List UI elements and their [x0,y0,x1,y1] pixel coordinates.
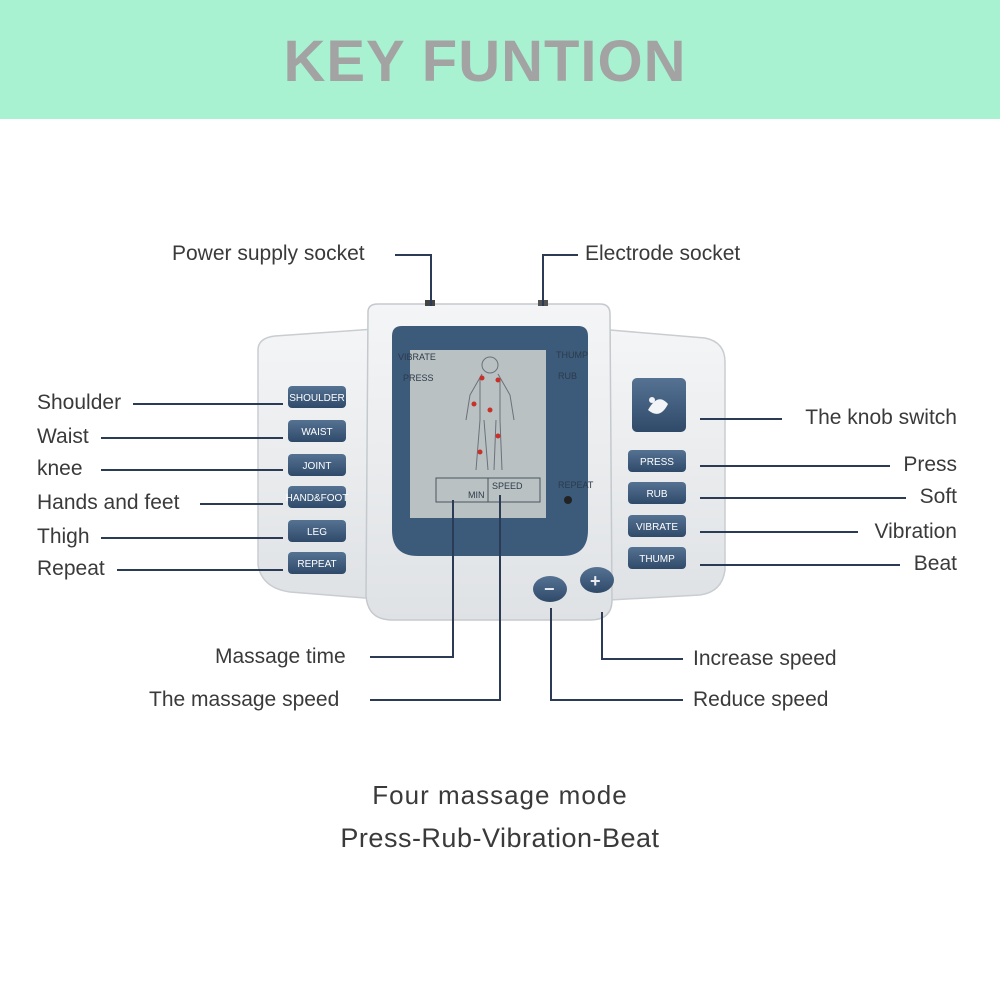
left-device-button-label: HAND&FOOT [286,493,349,504]
leader-press [700,465,890,467]
lcd-speed: SPEED [492,481,523,491]
lcd-indicator-dot [564,496,572,504]
lcd-rub: RUB [558,371,577,381]
right-device-button: THUMP [628,547,686,569]
leader-increase-v [601,612,603,660]
lcd-thump: THUMP [556,350,588,360]
leader-time-v [452,500,454,658]
minus-button [533,576,567,602]
leader-electrode-h [542,254,578,256]
plus-button [580,567,614,593]
left-device-button-label: REPEAT [297,559,336,570]
lcd-repeat: REPEAT [558,480,594,490]
leader-knee [101,469,283,471]
left-device-button-label: SHOULDER [289,393,345,404]
leader-hands [200,503,283,505]
label-knee: knee [37,457,83,480]
left-device-button-label: WAIST [301,427,332,438]
right-device-button-label: VIBRATE [636,522,678,533]
leader-power-v [430,254,432,306]
leader-speed-h [370,699,501,701]
right-device-button: RUB [628,482,686,504]
leader-electrode-v [542,254,544,306]
leader-soft [700,497,906,499]
left-device-button: REPEAT [288,552,346,574]
header-banner: KEY FUNTION [0,0,1000,119]
svg-text:+: + [590,571,601,591]
left-device-button: LEG [288,520,346,542]
right-device-button: PRESS [628,450,686,472]
right-device-button: VIBRATE [628,515,686,537]
label-press: Press [903,453,957,476]
label-thigh: Thigh [37,525,90,548]
label-shoulder: Shoulder [37,391,122,414]
leader-time-h [370,656,454,658]
label-knob-switch: The knob switch [805,406,957,429]
caption-line1: Four massage mode [372,780,628,810]
label-power-socket: Power supply socket [172,242,365,265]
left-device-button: JOINT [288,454,346,476]
label-massage-speed: The massage speed [149,688,340,711]
left-device-button: WAIST [288,420,346,442]
lcd-min: MIN [468,490,485,500]
left-device-button-label: LEG [307,527,327,538]
leader-reduce-h [550,699,683,701]
label-electrode-socket: Electrode socket [585,242,741,265]
label-increase-speed: Increase speed [693,647,837,670]
right-device-button-label: RUB [646,489,667,500]
lcd-vibrate: VIBRATE [398,352,436,362]
leader-repeat [117,569,283,571]
left-device-button: SHOULDER [288,386,346,408]
leader-reduce-v [550,608,552,701]
right-device-button-label: PRESS [640,457,674,468]
left-device-button: HAND&FOOT [286,486,349,508]
label-hands-feet: Hands and feet [37,491,180,514]
label-repeat: Repeat [37,557,105,580]
label-waist: Waist [37,425,89,448]
right-device-button-label: THUMP [639,554,675,565]
leader-shoulder [133,403,283,405]
lcd-press: PRESS [403,373,434,383]
left-device-button-label: JOINT [303,461,332,472]
page-title: KEY FUNTION [283,29,687,94]
lcd-screen [410,350,546,518]
label-massage-time: Massage time [215,645,346,668]
leader-vibration [700,531,858,533]
label-reduce-speed: Reduce speed [693,688,829,711]
label-beat: Beat [913,552,957,575]
lcd-body-figure [465,356,515,471]
caption-line2: Press-Rub-Vibration-Beat [340,823,660,853]
leader-thigh [101,537,283,539]
leader-speed-v [499,495,501,701]
leader-increase-h [601,658,683,660]
svg-text:−: − [544,579,555,599]
leader-beat [700,564,900,566]
leader-waist [101,437,283,439]
label-soft: Soft [919,485,957,508]
leader-power-h [395,254,431,256]
label-vibration: Vibration [874,520,957,543]
leader-knob [700,418,782,420]
